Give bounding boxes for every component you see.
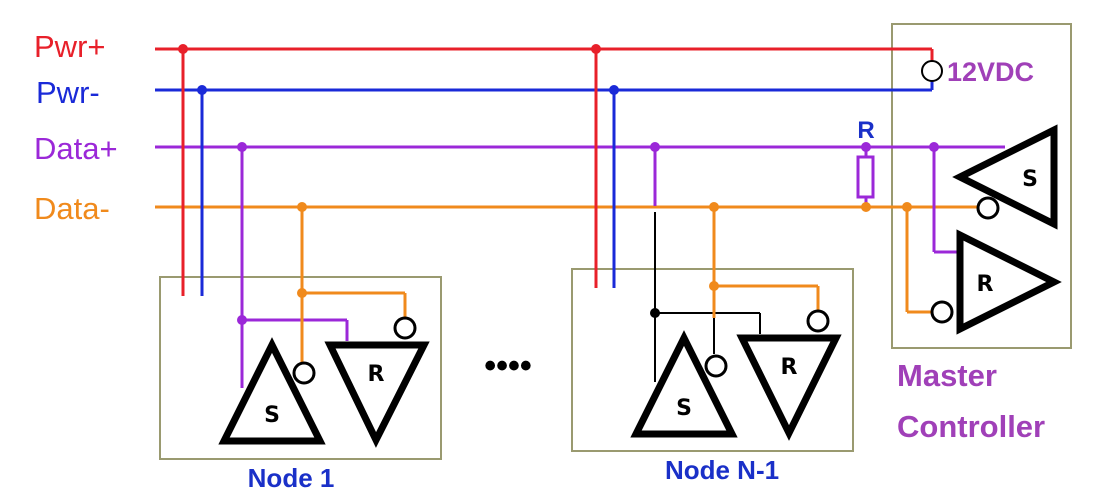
node-n-1-receiver-triangle [736,334,842,441]
node-1-receiver-triangle [324,341,430,448]
terminator-resistor [856,155,875,199]
junction-dot [929,142,939,152]
junction-dot [297,202,307,212]
junction-dot [237,142,247,152]
master-sender-triangle [952,124,1058,230]
master-receiver-triangle [956,229,1062,335]
node-1-sender-triangle [218,337,326,445]
junction-dot [650,142,660,152]
node-n-1-sender-triangle [630,330,738,438]
node-1-receiver-label: R [368,362,385,387]
junction-dot [591,44,601,54]
node-n-1-sender-invert-bubble [704,354,728,378]
node-1-receiver-invert-bubble [393,316,417,340]
master-sender-invert-bubble [976,196,1000,220]
junction-dot [237,315,247,325]
junction-dots [178,44,939,325]
pwr-minus-label: Pwr- [36,75,100,110]
node-n-1-sender-label: S [676,396,692,421]
node-1-sender-invert-bubble [292,361,316,385]
master-sender-label: S [1022,167,1038,192]
node-1-sender-label: S [264,403,280,428]
junction-dot [178,44,188,54]
node-n-1-label: Node N-1 [665,455,779,485]
junction-dot [902,202,912,212]
junction-dot [609,85,619,95]
master-power-terminal [921,60,943,82]
junction-dot [709,202,719,212]
data-plus-label: Data+ [34,131,118,166]
master-controller-label-line-2: Controller [897,409,1045,444]
master-receiver-label: R [977,272,994,297]
terminator-label: R [857,117,874,144]
junction-dot [650,308,660,318]
junction-dot [709,281,719,291]
junction-dot [197,85,207,95]
junction-dot [861,142,871,152]
junction-dot [861,202,871,212]
pwr-plus-label: Pwr+ [34,29,106,64]
ellipsis-label: •••• [484,347,532,385]
node-n-1-receiver-invert-bubble [806,309,830,333]
master-receiver-invert-bubble [930,300,954,324]
master-controller-box [891,23,1072,349]
junction-dot [297,288,307,298]
data-minus-label: Data- [34,191,110,226]
master-power-label: 12VDC [947,57,1034,87]
master-controller-label-line-1: Master [897,358,997,393]
node-n-1-receiver-label: R [781,355,798,380]
node-1-label: Node 1 [248,463,335,493]
